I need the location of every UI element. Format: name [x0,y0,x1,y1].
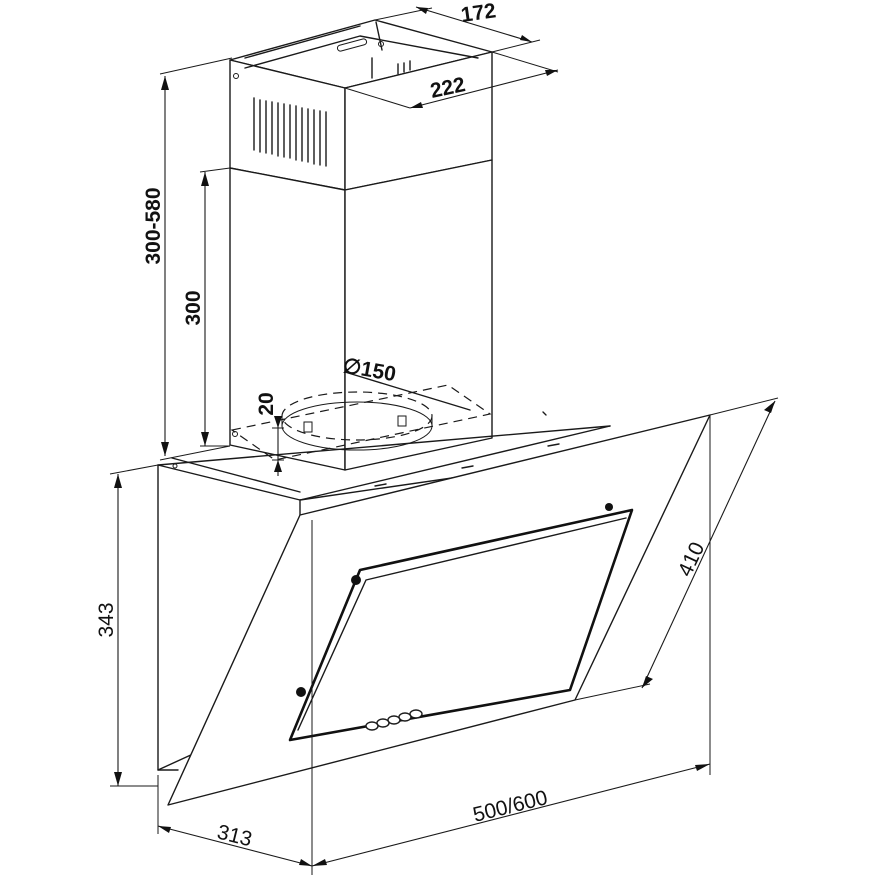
control-button [376,718,390,728]
dim-label-343: 343 [95,602,118,637]
control-button [365,721,379,731]
lower-chimney [229,159,493,471]
vent-slots-side [253,97,327,167]
dim-chimney-depth: 172 [374,0,541,53]
control-button [409,709,423,719]
panel-hinge-right [605,503,613,511]
dim-chimney-width: 222 [344,51,559,109]
vent-slots-top [397,60,411,75]
control-button [387,715,401,725]
dim-label-313: 313 [215,821,255,852]
upper-chimney [229,19,493,191]
panel-hinge-top [351,575,361,585]
dim-label-300: 300 [182,290,205,325]
dim-lower-chimney-height: 300 [182,167,231,447]
control-buttons [365,709,423,731]
panel-hinge-bottom [296,687,306,697]
dim-label-500-600: 500/600 [471,786,550,827]
dim-label-300-580: 300-580 [142,187,165,264]
dim-label-20: 20 [255,392,278,415]
dim-label-410: 410 [674,539,710,580]
dim-hood-height: 343 [95,464,159,787]
control-button [398,712,412,722]
dim-chimney-total-height: 300-580 [142,57,233,461]
dim-collar-height: 20 [255,392,284,476]
dim-label-172: 172 [459,0,497,27]
